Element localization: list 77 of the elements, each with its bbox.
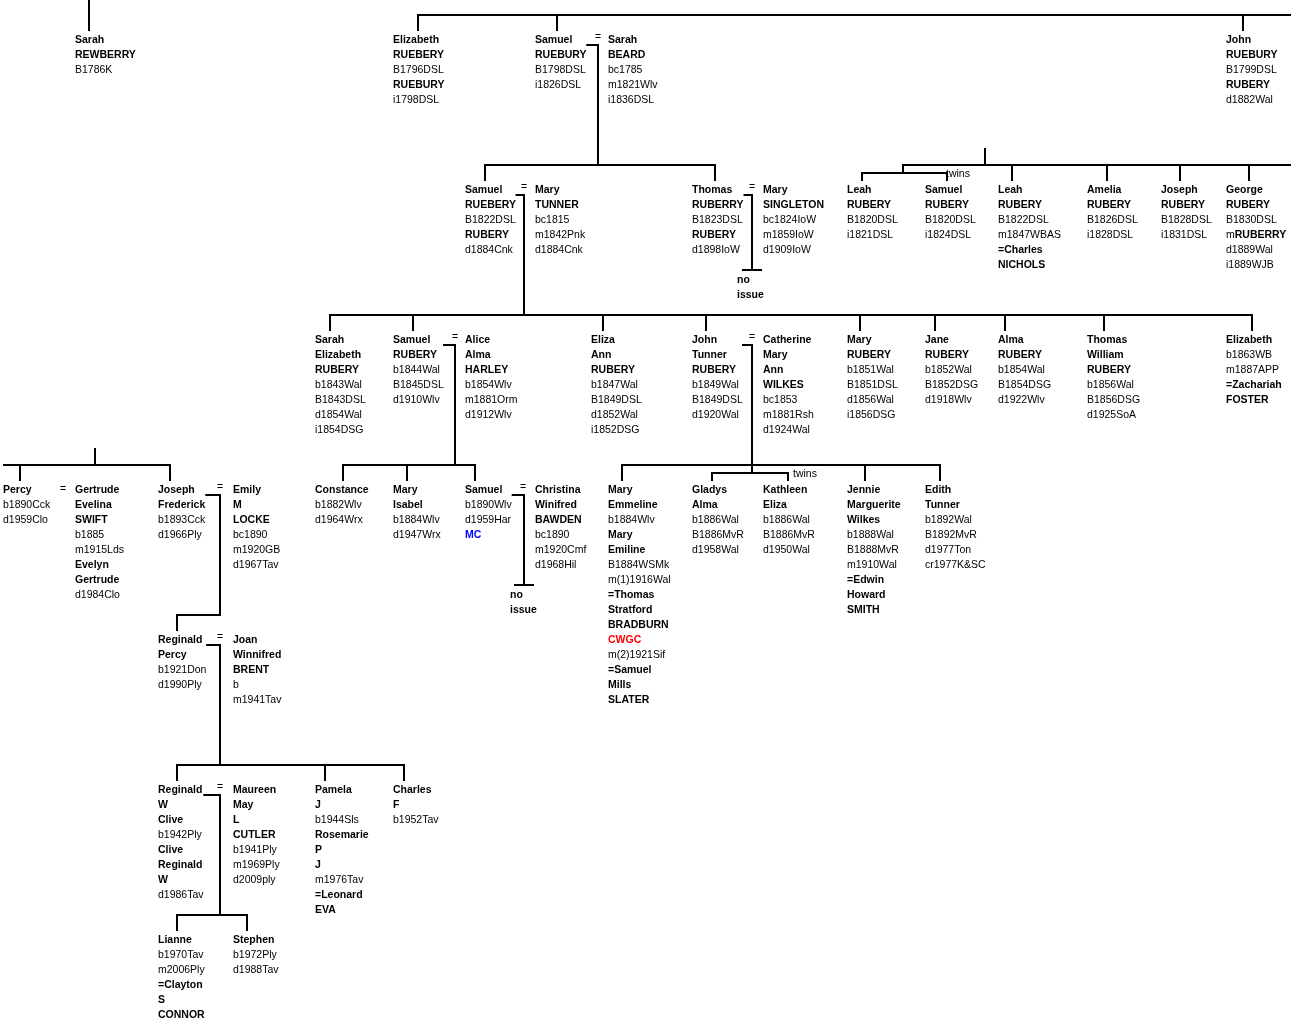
person-entry: Reginald Percy b1921Don d1990Ply [158,632,207,692]
descent-line [176,494,221,632]
person-entry: Thomas William RUBERY b1856Wal B1856DSG d1925SoA [1087,332,1141,422]
marriage-sign: = [60,483,67,493]
descent-line [514,194,1253,332]
person-entry: Eliza Ann RUBERY b1847Wal B1849DSL d1852Wal i1852DSG [591,332,642,437]
person-entry: m(2)1921Sif =Samuel Mills SLATER [608,647,666,707]
person-entry: Constance b1882Wlv d1964Wrx [315,482,369,527]
person-entry: Mary SINGLETON bc1824IoW m1859IoW d1909IoW [763,182,825,257]
person-entry: Maureen May L CUTLER b1941Ply m1969Ply d2009ply [233,782,280,887]
descent-line [585,44,716,182]
person-entry: Joseph RUBERY B1828DSL i1831DSL [1161,182,1212,242]
honour-note: CWGC [608,632,642,647]
marriage-sign: = [452,331,459,341]
person-entry: Emily M LOCKE bc1890 m1920GB d1967Tav [233,482,281,572]
descent-line [442,344,476,482]
descent-line [741,344,941,482]
person-entry: Samuel b1890Wlv d1959Har [465,482,512,527]
person-entry: Lianne b1970Tav m2006Ply =Clayton S CONNOR [158,932,205,1022]
person-entry: Mary Emmeline b1884Wlv Mary Emiline B1884WSMk m(1)1916Wal =Thomas Stratford BRADBURN [608,482,671,632]
honour-note: MC [465,527,482,542]
person-entry: Reginald W Clive b1942Ply Clive Reginald W d1986Tav [158,782,204,902]
person-entry: Catherine Mary Ann WILKES bc1853 m1881Rsh d1924Wal [763,332,814,437]
marriage-sign: = [520,481,527,491]
descent-line [205,644,405,782]
person-entry: Elizabeth RUEBERY B1796DSL RUEBURY i1798DSL [393,32,445,107]
person-entry: Samuel RUBERY b1844Wal B1845DSL d1910Wlv [393,332,444,407]
person-entry: Joseph Frederick b1893Cck d1966Ply [158,482,206,542]
person-entry: Charles F b1952Tav [393,782,439,827]
person-entry: Amelia RUBERY B1826DSL i1828DSL [1087,182,1138,242]
person-entry: Mary RUBERY b1851Wal B1851DSL d1856Wal i1856DSG [847,332,898,422]
person-entry: Mary Isabel b1884Wlv d1947Wrx [393,482,441,542]
marriage-sign: = [217,781,224,791]
person-entry: George RUBERY B1830DSL mRUBERRY d1889Wal i1889WJB [1226,182,1287,272]
person-entry: Gladys Alma b1886Wal B1886MvR d1958Wal [692,482,744,557]
person-entry: Leah RUBERY B1820DSL i1821DSL [847,182,898,242]
person-entry: Stephen b1972Ply d1988Tav [233,932,279,977]
person-entry: Sarah BEARD bc1785 m1821Wlv i1836DSL [608,32,658,107]
marriage-sign: = [521,181,528,191]
person-entry: Mary TUNNER bc1815 m1842Pnk d1884Cnk [535,182,586,257]
marriage-sign: = [217,631,224,641]
descent-line [984,147,1250,182]
person-entry: Edith Tunner b1892Wal B1892MvR d1977Ton cr1977K&SC [925,482,986,572]
person-entry: Jennie Marguerite Wilkes b1888Wal B1888MvR m1910Wal =Edwin Howard SMITH [847,482,901,617]
person-entry: Samuel RUBERY B1820DSL i1824DSL [925,182,976,242]
descent-line [999,14,1244,32]
descent-line [556,14,1001,32]
person-entry: Samuel RUEBERY B1822DSL RUBERY d1884Cnk [465,182,516,257]
marriage-sign: = [595,31,602,41]
person-entry: Percy b1890Cck d1959Clo [3,482,51,527]
person-entry: Sarah REWBERRY B1786K [75,32,136,77]
person-entry: Sarah Elizabeth RUBERY b1843Wal B1843DSL d1854Wal i1854DSG [315,332,366,437]
person-entry: Elizabeth b1863WB m1887APP =Zachariah FOSTER [1226,332,1282,407]
person-entry: Kathleen Eliza b1886Wal B1886MvR d1950Wal [763,482,815,557]
person-entry: John RUEBURY B1799DSL RUBERY d1882Wal [1226,32,1278,107]
no-issue-line [510,494,535,586]
twins-note: twins [793,466,817,481]
descent-line [202,794,248,932]
person-entry: Alice Alma HARLEY b1854Wlv m1881Orm d1912Wlv [465,332,518,422]
marriage-sign: = [217,481,224,491]
descent-line [88,0,90,32]
person-entry: John Tunner RUBERY b1849Wal B1849DSL d1920Wal [692,332,743,422]
no-issue-note: no issue [510,587,537,617]
person-entry: Samuel RUEBURY B1798DSL i1826DSL [535,32,587,92]
no-issue-note: no issue [737,272,764,302]
descent-line [94,447,171,482]
person-entry: Gertrude Evelina SWIFT b1885 m1915Lds Evelyn Gertrude d1984Clo [75,482,125,602]
marriage-sign: = [749,181,756,191]
person-entry: Christina Winifred BAWDEN bc1890 m1920Cmf d1968Hil [535,482,587,572]
person-entry: Thomas RUBERRY B1823DSL RUBERY d1898IoW [692,182,744,257]
person-entry: Joan Winnifred BRENT b m1941Tav [233,632,282,707]
person-entry: Leah RUBERY B1822DSL m1847WBAS =Charles NICHOLS [998,182,1062,272]
no-issue-line [741,194,763,271]
person-entry: Pamela J b1944Sls Rosemarie P J m1976Tav =Leonard EVA [315,782,369,917]
person-entry: Alma RUBERY b1854Wal B1854DSG d1922Wlv [998,332,1052,407]
marriage-sign: = [749,331,756,341]
person-entry: Jane RUBERY b1852Wal B1852DSG d1918Wlv [925,332,979,407]
